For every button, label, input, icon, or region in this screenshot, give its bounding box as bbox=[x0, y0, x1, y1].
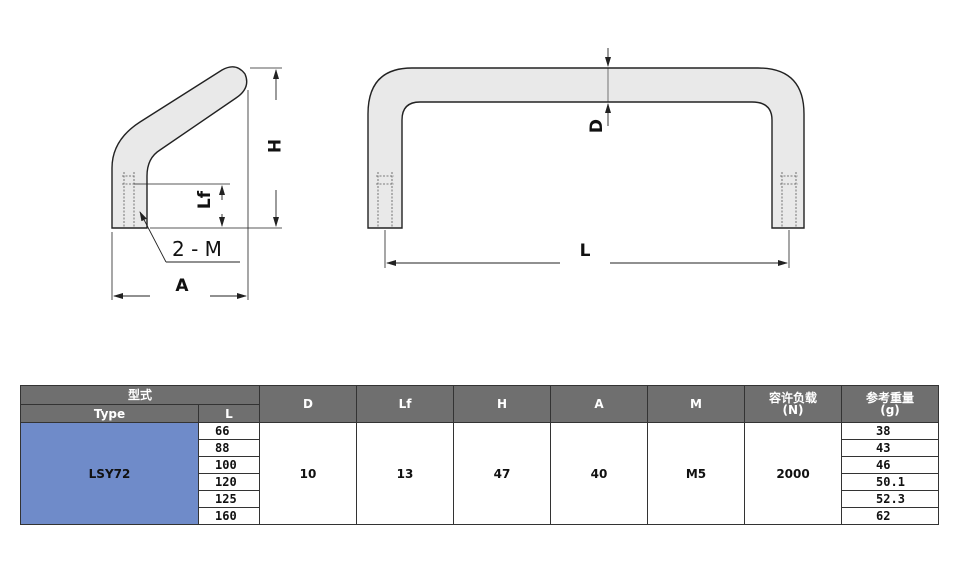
h-value: 47 bbox=[453, 422, 552, 525]
front-view bbox=[367, 48, 805, 268]
weight-value: 46 bbox=[841, 456, 940, 474]
weight-value: 62 bbox=[841, 507, 940, 525]
technical-drawing: H Lf 2 - M A D L bbox=[111, 48, 805, 300]
label-A: A bbox=[175, 276, 189, 296]
header-weight: 参考重量 (g) bbox=[841, 385, 940, 423]
l-value: 88 bbox=[197, 439, 261, 457]
l-value: 120 bbox=[197, 473, 261, 491]
weight-value: 52.3 bbox=[841, 490, 940, 508]
label-D: D bbox=[587, 119, 607, 133]
weight-value: 50.1 bbox=[841, 473, 940, 491]
label-Lf: Lf bbox=[195, 190, 215, 209]
header-type-cn: 型式 bbox=[19, 385, 261, 405]
header-L: L bbox=[197, 404, 261, 423]
weight-value: 38 bbox=[841, 422, 940, 440]
weight-value: 43 bbox=[841, 439, 940, 457]
l-value: 66 bbox=[197, 422, 261, 440]
header-weight-cn: 参考重量 bbox=[866, 391, 915, 405]
header-H: H bbox=[453, 385, 552, 423]
d-value: 10 bbox=[259, 422, 358, 525]
a-value: 40 bbox=[550, 422, 649, 525]
header-weight-unit: (g) bbox=[880, 403, 900, 417]
header-D: D bbox=[259, 385, 358, 423]
spec-table: 型式 D Lf H A M 容许负载 (N) 参考重量 (g) Type L L… bbox=[19, 385, 940, 525]
type-name-cell: LSY72 bbox=[20, 422, 199, 525]
header-load-unit: (N) bbox=[782, 403, 804, 417]
m-value: M5 bbox=[647, 422, 746, 525]
header-load-cn: 容许负载 bbox=[769, 391, 818, 405]
lf-value: 13 bbox=[356, 422, 455, 525]
header-Lf: Lf bbox=[356, 385, 455, 423]
label-2-M: 2 - M bbox=[172, 237, 222, 261]
label-L: L bbox=[580, 241, 591, 261]
l-value: 160 bbox=[197, 507, 261, 525]
l-value: 100 bbox=[197, 456, 261, 474]
side-view bbox=[111, 66, 282, 300]
header-type-en: Type bbox=[20, 404, 199, 423]
header-load: 容许负载 (N) bbox=[744, 385, 843, 423]
header-A: A bbox=[550, 385, 649, 423]
label-H: H bbox=[263, 139, 283, 153]
header-M: M bbox=[647, 385, 746, 423]
load-value: 2000 bbox=[744, 422, 843, 525]
l-value: 125 bbox=[197, 490, 261, 508]
